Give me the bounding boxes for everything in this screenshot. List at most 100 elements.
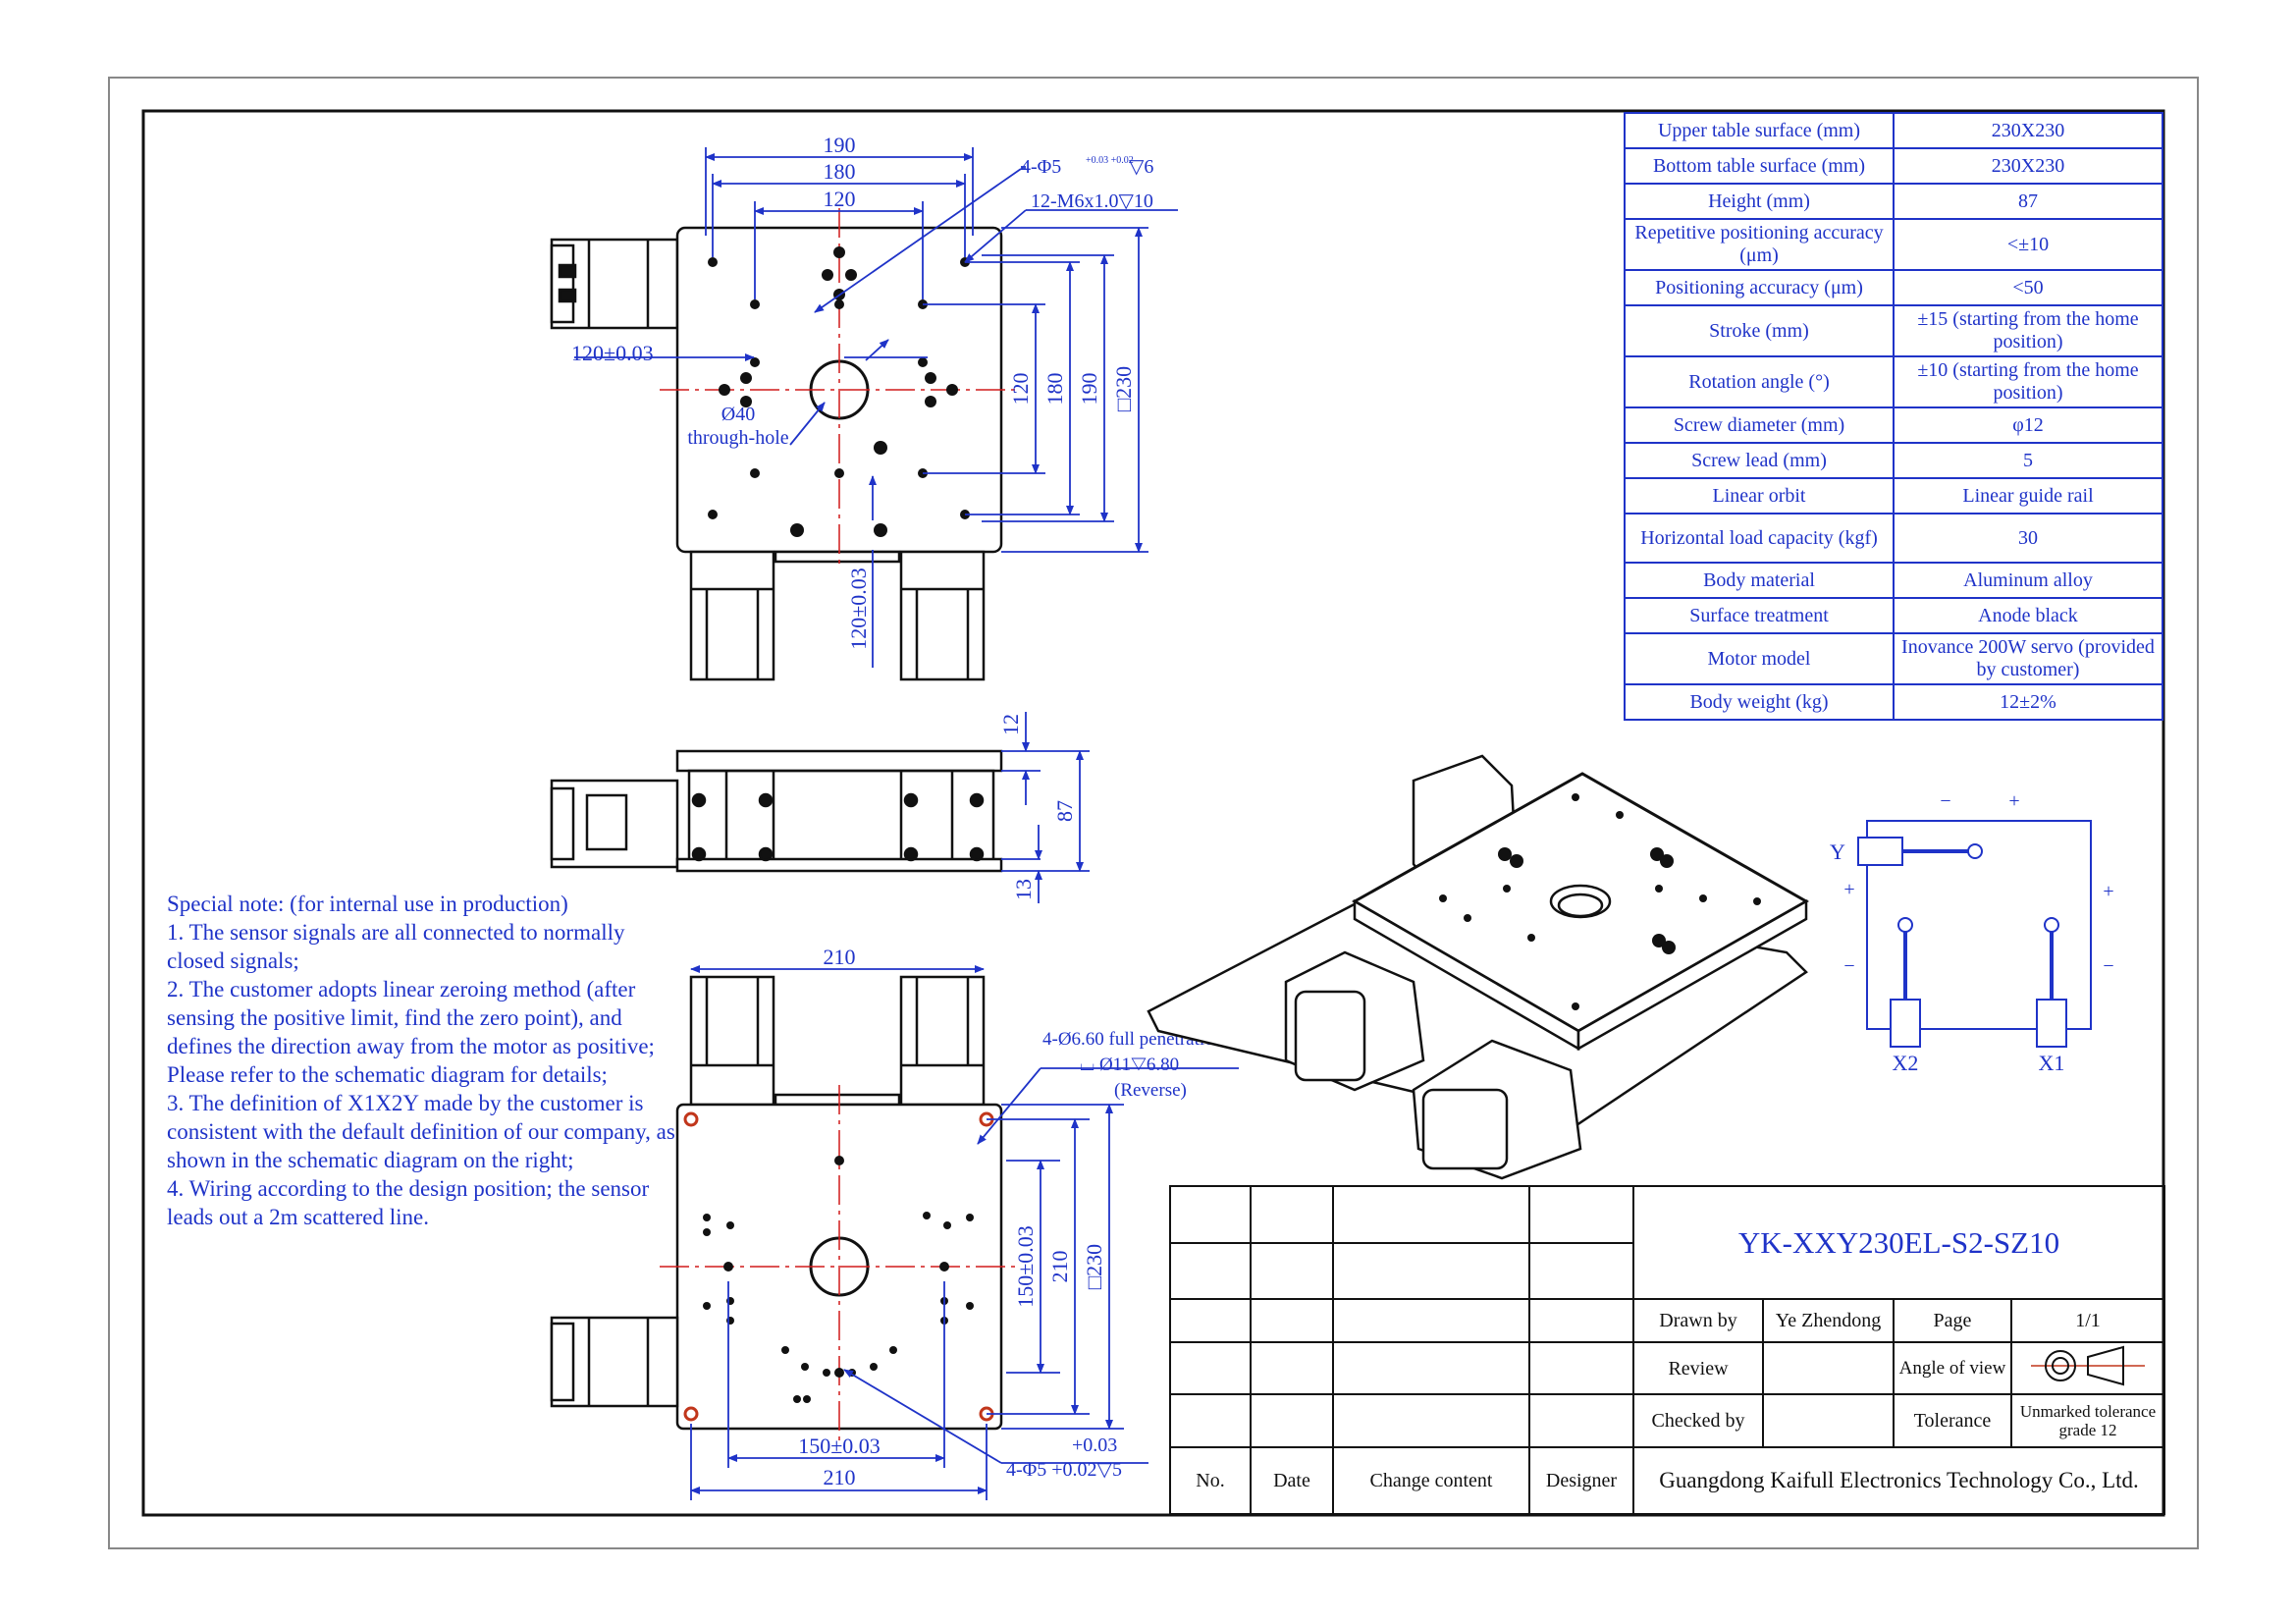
isometric-holes	[1439, 793, 1761, 1010]
hole-depth-a: ▽6	[1129, 156, 1153, 178]
spec-value: 87	[1893, 183, 2163, 220]
spec-key: Rotation angle (°)	[1624, 355, 1895, 408]
spec-key: Stroke (mm)	[1624, 304, 1895, 357]
bottom-view-centerlines	[660, 1085, 1021, 1443]
spec-value: ±10 (starting from the home position)	[1893, 355, 2163, 408]
schem-x2: X2	[1893, 1051, 1919, 1075]
note-line: 4. Wiring according to the design positi…	[167, 1176, 650, 1229]
spec-key: Height (mm)	[1624, 183, 1895, 220]
top-view-holes	[708, 246, 970, 537]
thread-spec: 12-M6x1.0▽10	[1031, 190, 1153, 212]
note-title: Special note: (for internal use in produ…	[167, 892, 568, 916]
title-block: YK-XXY230EL-S2-SZ10 Drawn by Ye Zhendong…	[1169, 1185, 2165, 1515]
note-line: 3. The definition of X1X2Y made by the c…	[167, 1091, 675, 1172]
spec-key: Surface treatment	[1624, 597, 1895, 634]
dim-w150: 150±0.03	[798, 1434, 881, 1458]
schem-minus-top: −	[1940, 790, 1950, 812]
spec-value: Inovance 200W servo (provided by custome…	[1893, 632, 2163, 685]
hole-dia: Ø40	[721, 404, 755, 425]
schem-plus-left: +	[1843, 879, 1854, 900]
drawn-by-label: Drawn by	[1632, 1298, 1764, 1343]
spec-row: Screw lead (mm)5	[1624, 442, 2163, 479]
spec-value: 230X230	[1893, 112, 2163, 149]
tolerance-label: Tolerance	[1893, 1393, 2012, 1448]
page-number: 1/1	[2010, 1298, 2165, 1343]
dim-v230: □230	[1111, 366, 1136, 411]
spec-value: ±15 (starting from the home position)	[1893, 304, 2163, 357]
spec-value: Aluminum alloy	[1893, 562, 2163, 599]
projection-symbol-icon	[2010, 1341, 2165, 1395]
hole-spec-b: 4-Φ5 +0.02▽5	[1006, 1459, 1122, 1481]
company-name: Guangdong Kaifull Electronics Technology…	[1632, 1446, 2165, 1515]
top-view	[550, 226, 1003, 681]
note-line: 1. The sensor signals are all connected …	[167, 920, 625, 973]
spec-key: Screw diameter (mm)	[1624, 406, 1895, 444]
dim-v230b: □230	[1082, 1244, 1106, 1289]
spec-row: Repetitive positioning accuracy (μm)<±10	[1624, 218, 2163, 271]
spec-row: Screw diameter (mm)φ12	[1624, 406, 2163, 444]
spec-value: Anode black	[1893, 597, 2163, 634]
spec-row: Positioning accuracy (μm)<50	[1624, 269, 2163, 306]
bottom-view-dimensions	[690, 965, 1239, 1500]
change-label: Change content	[1332, 1446, 1530, 1515]
spec-row: Rotation angle (°)±10 (starting from the…	[1624, 355, 2163, 408]
spec-key: Screw lead (mm)	[1624, 442, 1895, 479]
schem-minus-left: −	[1843, 955, 1854, 977]
spec-value: 30	[1893, 513, 2163, 564]
spec-value: φ12	[1893, 406, 2163, 444]
schematic	[1857, 820, 2092, 1048]
spec-key: Positioning accuracy (μm)	[1624, 269, 1895, 306]
outer-frame	[108, 77, 2199, 1549]
spec-key: Linear orbit	[1624, 477, 1895, 514]
dim-v180: 180	[1042, 373, 1067, 406]
schem-plus-top: +	[2008, 790, 2019, 812]
spec-value: 230X230	[1893, 147, 2163, 185]
spec-value: <50	[1893, 269, 2163, 306]
isometric-view	[1147, 754, 1810, 1180]
schem-y: Y	[1830, 839, 1845, 864]
schem-plus-right: +	[2103, 881, 2113, 902]
spec-key: Body material	[1624, 562, 1895, 599]
spec-row: Body weight (kg)12±2%	[1624, 683, 2163, 721]
pos-y: 120±0.03	[846, 568, 871, 650]
spec-row: Bottom table surface (mm)230X230	[1624, 147, 2163, 185]
schem-minus-right: −	[2103, 955, 2113, 977]
dim-b13: 13	[1011, 879, 1036, 900]
spec-key: Upper table surface (mm)	[1624, 112, 1895, 149]
drawing-number: YK-XXY230EL-S2-SZ10	[1632, 1185, 2165, 1300]
side-view-dimensions	[1001, 712, 1090, 903]
tolerance-value: Unmarked tolerance grade 12	[2010, 1393, 2165, 1448]
dim-120: 120	[824, 187, 856, 211]
dim-tol: +0.03	[1072, 1435, 1117, 1456]
pos-x: 120±0.03	[571, 341, 654, 365]
bottom-view-dim-labels: 210 4-Ø6.60 full penetration ⌴ Ø11▽6.80 …	[798, 945, 1223, 1489]
dim-v150: 150±0.03	[1013, 1225, 1038, 1308]
inner-frame	[141, 109, 2165, 1517]
designer-label: Designer	[1528, 1446, 1634, 1515]
hole-tol-a: +0.03 +0.02	[1086, 155, 1134, 166]
side-view	[550, 749, 1003, 873]
date-label: Date	[1250, 1446, 1334, 1515]
spec-value: Linear guide rail	[1893, 477, 2163, 514]
cb-spec2: ⌴ Ø11▽6.80	[1080, 1055, 1179, 1075]
hole-label: through-hole	[687, 427, 788, 449]
dim-h87: 87	[1052, 800, 1077, 822]
note-line: 2. The customer adopts linear zeroing me…	[167, 977, 655, 1058]
dim-180: 180	[824, 159, 856, 184]
schem-x1: X1	[2039, 1051, 2065, 1075]
spec-key: Repetitive positioning accuracy (μm)	[1624, 218, 1895, 271]
review-label: Review	[1632, 1341, 1764, 1395]
spec-value: 5	[1893, 442, 2163, 479]
page-label: Page	[1893, 1298, 2012, 1343]
note-line: Please refer to the schematic diagram fo…	[167, 1062, 608, 1087]
cb-rev: (Reverse)	[1114, 1080, 1187, 1101]
top-view-dim-labels: 190 180 120 4-Φ5 +0.03 +0.02 ▽6 12-M6x1.…	[571, 133, 1153, 650]
dim-v210: 210	[1047, 1251, 1072, 1283]
dim-190: 190	[824, 133, 856, 157]
spec-value: 12±2%	[1893, 683, 2163, 721]
dim-t12: 12	[998, 714, 1023, 735]
checked-by-label: Checked by	[1632, 1393, 1764, 1448]
